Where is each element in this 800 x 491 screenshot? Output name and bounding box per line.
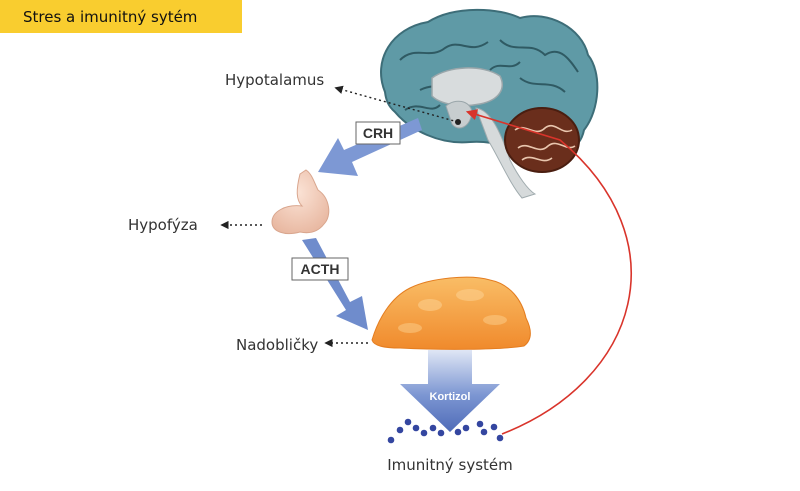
adrenal-label: Nadobličky [236,336,318,354]
acth-arrow [302,238,368,330]
immune-system-label: Imunitný systém [387,456,512,474]
adrenal-illustration [371,276,531,350]
title-banner: Stres a imunitný sytém [0,0,242,33]
pituitary-illustration [271,169,330,235]
crh-label: CRH [363,125,393,141]
hypothalamus-label: Hypotalamus [225,71,324,89]
cortisol-arrow [400,350,500,432]
feedback-arrow [465,109,632,435]
acth-label: ACTH [301,261,340,277]
immune-cells [387,418,504,444]
pituitary-label: Hypofýza [128,216,198,234]
cortisol-label: Kortizol [430,391,471,403]
diagram-title: Stres a imunitný sytém [23,7,198,26]
brain-illustration [380,8,599,199]
hypothalamus-pointer [334,85,459,123]
